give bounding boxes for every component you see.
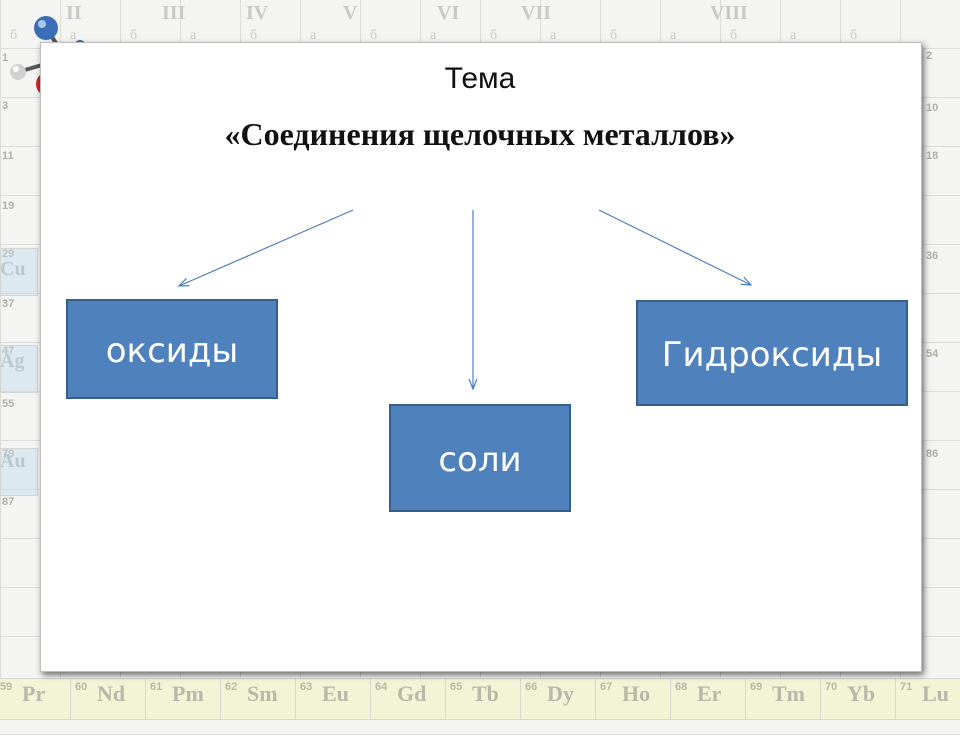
- element-number: 63: [300, 681, 313, 693]
- element-number: 87: [2, 496, 15, 508]
- subgroup-letter: б: [490, 28, 498, 43]
- element-number: 36: [926, 250, 939, 262]
- element-number: 61: [150, 681, 163, 693]
- subgroup-letter: а: [430, 28, 437, 43]
- element-number: 29: [2, 248, 15, 260]
- element-number: 59: [0, 681, 13, 693]
- element-symbol: Eu: [322, 681, 349, 706]
- element-cell: [0, 448, 38, 496]
- subgroup-letter: б: [250, 28, 258, 43]
- element-number: 70: [825, 681, 838, 693]
- element-number: 54: [926, 348, 939, 360]
- element-symbol: Ho: [622, 681, 651, 706]
- element-number: 10: [926, 102, 939, 114]
- lanthanide-cell: 68 Er: [670, 678, 746, 720]
- lanthanide-cell: 70 Yb: [820, 678, 896, 720]
- group-numeral: V: [343, 2, 358, 24]
- element-number: 65: [450, 681, 463, 693]
- subgroup-letter: а: [670, 28, 677, 43]
- subgroup-letter: а: [550, 28, 557, 43]
- slide-title-subject: «Соединения щелочных металлов»: [224, 116, 736, 152]
- element-symbol: Tb: [472, 681, 499, 706]
- lanthanide-cell: 62 Sm: [220, 678, 296, 720]
- lanthanide-cell: 65 Tb: [445, 678, 521, 720]
- element-symbol: Au: [0, 450, 26, 472]
- element-number: 18: [926, 150, 939, 162]
- lanthanide-cell: 66 Dy: [520, 678, 596, 720]
- lanthanide-cell: 69 Tm: [745, 678, 821, 720]
- group-numeral: IV: [246, 2, 269, 24]
- group-numeral: II: [66, 2, 82, 24]
- element-symbol: Dy: [547, 681, 574, 706]
- subgroup-letter: б: [370, 28, 378, 43]
- element-number: 68: [675, 681, 688, 693]
- lanthanide-cell: 64 Gd: [370, 678, 446, 720]
- subgroup-letter: б: [130, 28, 138, 43]
- element-number: 67: [600, 681, 613, 693]
- element-symbol: Nd: [97, 681, 126, 706]
- hydroxides-box: Гидроксиды: [636, 300, 908, 406]
- subgroup-letter: б: [850, 28, 858, 43]
- element-number: 62: [225, 681, 238, 693]
- slide-title-topic: Тема: [444, 62, 516, 95]
- element-symbol: Er: [697, 681, 722, 706]
- lanthanide-cell: 71 Lu: [895, 678, 960, 720]
- element-symbol: Lu: [922, 681, 949, 706]
- subgroup-letter: а: [70, 28, 77, 43]
- element-number: 1: [2, 52, 9, 64]
- subgroup-letter: а: [190, 28, 197, 43]
- element-cell: [0, 248, 38, 296]
- element-number: 47: [2, 345, 15, 357]
- lanthanide-cell: 61 Pm: [145, 678, 221, 720]
- lanthanide-cell: 60 Nd: [70, 678, 146, 720]
- element-symbol: Cu: [0, 258, 26, 280]
- subgroup-letter: б: [730, 28, 738, 43]
- subgroup-letter: б: [610, 28, 618, 43]
- lanthanide-cell: 59 Pr: [0, 678, 71, 720]
- subgroup-letter: а: [790, 28, 797, 43]
- subgroup-letter: а: [310, 28, 317, 43]
- lanthanide-cell: 67 Ho: [595, 678, 671, 720]
- oxides-box: оксиды: [66, 299, 278, 399]
- group-numeral: VII: [521, 2, 552, 24]
- element-number: 3: [2, 100, 9, 112]
- element-number: 71: [900, 681, 913, 693]
- element-symbol: Tm: [772, 681, 805, 706]
- lanthanide-cell: 63 Eu: [295, 678, 371, 720]
- element-symbol: Sm: [247, 681, 278, 706]
- group-numeral: VIII: [710, 2, 748, 24]
- element-symbol: Gd: [397, 681, 427, 706]
- element-number: 37: [2, 298, 15, 310]
- element-symbol: Pm: [172, 681, 204, 706]
- element-symbol: Ag: [0, 350, 25, 372]
- element-number: 69: [750, 681, 763, 693]
- element-cell: [0, 345, 38, 393]
- element-symbol: Pr: [22, 681, 46, 706]
- element-number: 66: [525, 681, 538, 693]
- element-number: 60: [75, 681, 88, 693]
- salts-box: соли: [389, 404, 571, 512]
- group-numeral: III: [162, 2, 186, 24]
- element-number: 19: [2, 200, 15, 212]
- element-number: 2: [926, 50, 933, 62]
- group-numeral: VI: [437, 2, 460, 24]
- element-number: 86: [926, 448, 939, 460]
- element-number: 64: [375, 681, 388, 693]
- element-number: 79: [2, 448, 15, 460]
- subgroup-letter: б: [10, 28, 18, 43]
- element-symbol: Yb: [847, 681, 876, 706]
- element-number: 55: [2, 398, 15, 410]
- element-number: 11: [2, 150, 14, 162]
